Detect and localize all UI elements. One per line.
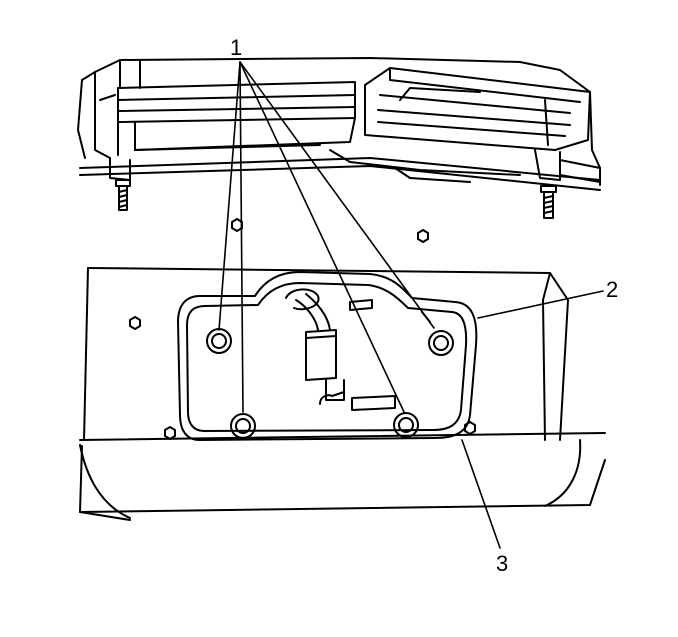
bumper-fascia [83,218,569,441]
upper-frame-structure [77,57,601,191]
bolt-upper-left [206,328,232,354]
leader-line-3 [461,439,501,549]
callout-1: 1 [230,35,243,60]
leader-line-2 [477,290,604,319]
leader-lines-1 [218,61,435,413]
callout-2: 2 [606,277,619,302]
bolt-upper-right [428,330,454,356]
bolt-lower-right [393,412,419,438]
bumper-lower-step [79,432,606,521]
frame-bolt-right [540,185,557,219]
bolt-lower-left [230,413,256,439]
mounting-plate [177,271,478,441]
frame-bolt-left [115,179,131,211]
callout-3: 3 [496,551,509,576]
